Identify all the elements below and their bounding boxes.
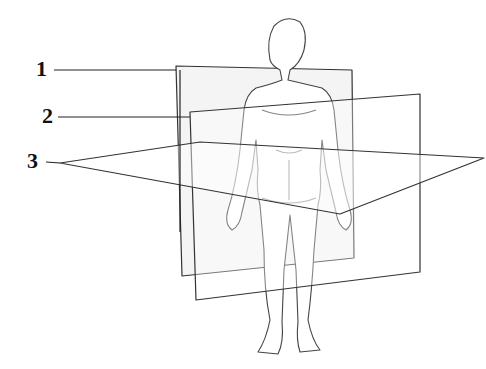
leader-line [46, 162, 60, 163]
callout-number: 3 [27, 150, 38, 172]
leader-line [58, 116, 190, 117]
leader-line [179, 70, 180, 232]
callout-number: 1 [36, 58, 47, 80]
leader-line [54, 69, 176, 70]
plane-three [60, 142, 484, 214]
callout-number: 2 [42, 105, 53, 127]
